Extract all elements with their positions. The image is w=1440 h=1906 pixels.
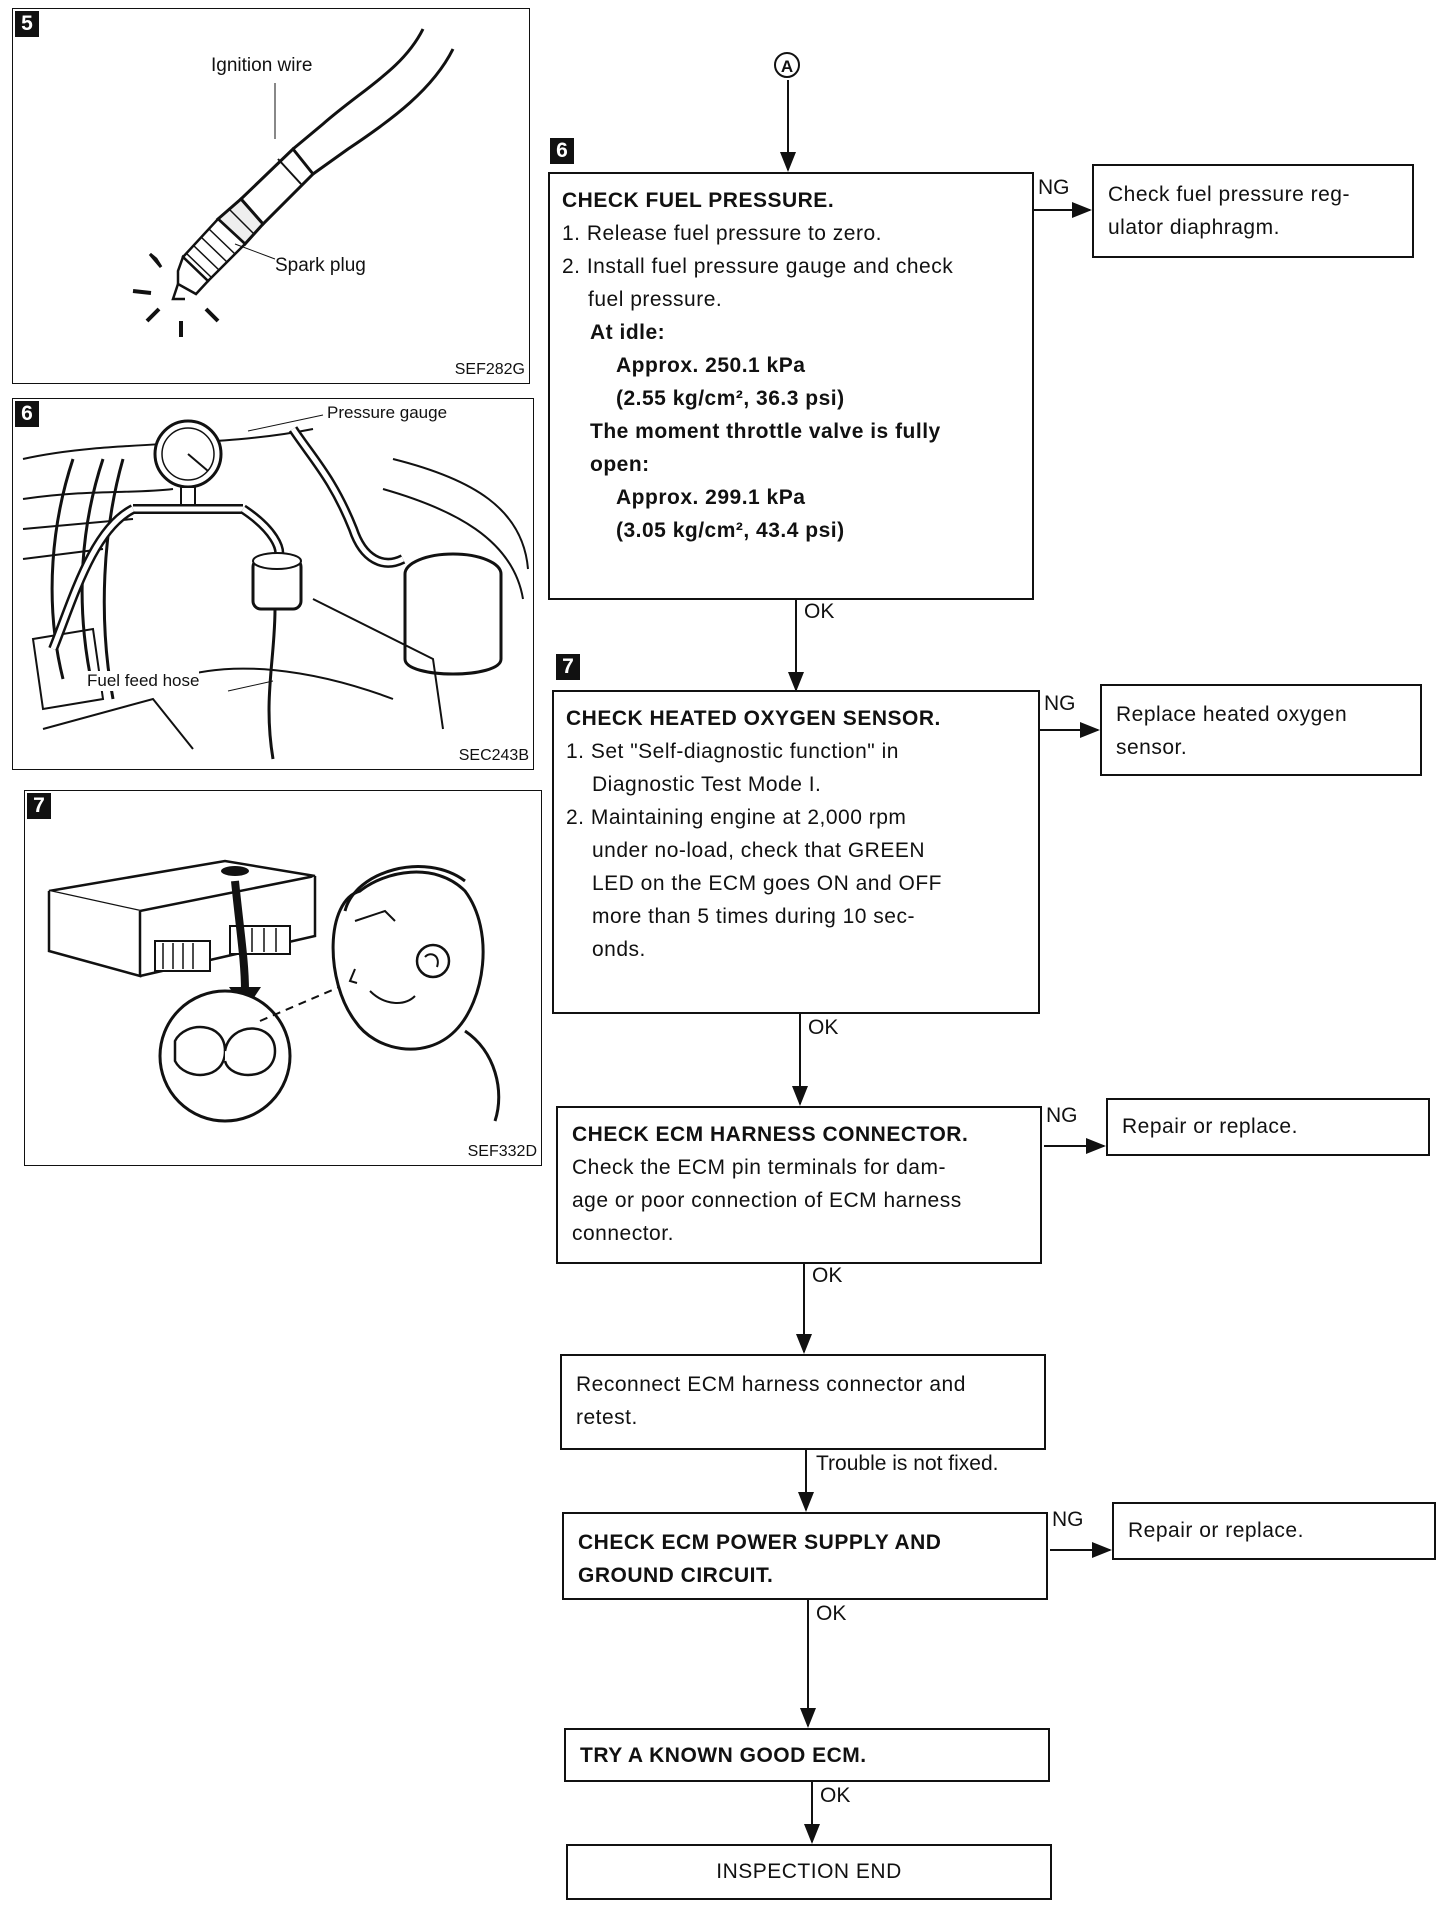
- step-10-line-1: CHECK ECM POWER SUPPLY AND: [578, 1531, 942, 1554]
- step-10-box: CHECK ECM POWER SUPPLY AND GROUND CIRCUI…: [562, 1512, 1048, 1600]
- step-6-throttle-value-2: (3.05 kg/cm², 43.4 psi): [616, 519, 845, 542]
- step-6-idle-value-1: Approx. 250.1 kPa: [616, 354, 806, 377]
- step-6-idle-value-2: (2.55 kg/cm², 36.3 psi): [616, 387, 845, 410]
- step-8-box: CHECK ECM HARNESS CONNECTOR. Check the E…: [556, 1106, 1042, 1264]
- figure-7-ref: SEF332D: [467, 1143, 537, 1160]
- step-10-ok-label: OK: [816, 1602, 847, 1625]
- step-7-title: CHECK HEATED OXYGEN SENSOR.: [566, 707, 941, 730]
- step-9-line-1: Reconnect ECM harness connector and: [576, 1373, 966, 1396]
- step-7-item-2d: more than 5 times during 10 sec-: [592, 905, 915, 928]
- inspection-end-box: INSPECTION END: [566, 1844, 1052, 1900]
- step-6-title: CHECK FUEL PRESSURE.: [562, 189, 835, 212]
- step-7-item-1b: Diagnostic Test Mode I.: [592, 773, 822, 796]
- figure-6-number: 6: [15, 401, 39, 427]
- step-6-idle-label: At idle:: [590, 321, 666, 344]
- ignition-wire-label: Ignition wire: [211, 55, 313, 76]
- step-8-line-1: Check the ECM pin terminals for dam-: [572, 1156, 946, 1179]
- step-7-item-2e: onds.: [592, 938, 646, 961]
- step-7-item-2b: under no-load, check that GREEN: [592, 839, 926, 862]
- ecm-led-illustration: [47, 859, 501, 1123]
- step-8-ng-text: Repair or replace.: [1122, 1115, 1298, 1138]
- step-6-throttle-label-1: The moment throttle valve is fully: [590, 420, 941, 443]
- figure-7-number: 7: [27, 793, 51, 819]
- step-8-ng-label: NG: [1046, 1104, 1078, 1127]
- step-8-line-3: connector.: [572, 1222, 674, 1245]
- step-11-ok-label: OK: [820, 1784, 851, 1807]
- step-10-ng-label: NG: [1052, 1508, 1084, 1531]
- step-7-item-1a: 1. Set "Self-diagnostic function" in: [566, 740, 899, 763]
- step-7-ng-line-2: sensor.: [1116, 736, 1188, 759]
- step-10-ng-text: Repair or replace.: [1128, 1519, 1304, 1542]
- spark-plug-illustration: [132, 28, 455, 337]
- step-7-box: CHECK HEATED OXYGEN SENSOR. 1. Set "Self…: [552, 690, 1040, 1014]
- figure-5-number: 5: [15, 11, 39, 37]
- step-9-line-2: retest.: [576, 1406, 638, 1429]
- step-11-title: TRY A KNOWN GOOD ECM.: [580, 1744, 867, 1767]
- step-8-ng-box: Repair or replace.: [1106, 1098, 1430, 1156]
- step-7-item-2c: LED on the ECM goes ON and OFF: [592, 872, 942, 895]
- figure-5-panel: 5 Ignition wire Spark plug SEF282G: [12, 8, 530, 384]
- step-9-next-label: Trouble is not fixed.: [816, 1452, 999, 1475]
- step-6-ng-label: NG: [1038, 176, 1070, 199]
- step-6-item-1: 1. Release fuel pressure to zero.: [562, 222, 882, 245]
- connector-a: A: [774, 52, 800, 78]
- step-6-ok-label: OK: [804, 600, 835, 623]
- figure-6-ref: SEC243B: [458, 747, 529, 764]
- step-6-throttle-label-2: open:: [590, 453, 650, 476]
- step-6-number: 6: [550, 138, 574, 164]
- step-10-ng-box: Repair or replace.: [1112, 1502, 1436, 1560]
- figure-6-panel: 6: [12, 398, 534, 770]
- step-8-line-2: age or poor connection of ECM harness: [572, 1189, 962, 1212]
- step-6-item-2a: 2. Install fuel pressure gauge and check: [562, 255, 954, 278]
- step-9-box: Reconnect ECM harness connector and rete…: [560, 1354, 1046, 1450]
- step-7-number: 7: [556, 654, 580, 680]
- figure-7-panel: 7 SEF332D: [24, 790, 542, 1166]
- step-6-box: CHECK FUEL PRESSURE. 1. Release fuel pre…: [548, 172, 1034, 600]
- inspection-end-text: INSPECTION END: [716, 1860, 902, 1883]
- step-8-title: CHECK ECM HARNESS CONNECTOR.: [572, 1123, 969, 1146]
- step-6-ng-box: Check fuel pressure reg- ulator diaphrag…: [1092, 164, 1414, 258]
- step-7-ng-line-1: Replace heated oxygen: [1116, 703, 1348, 726]
- figure-5-ref: SEF282G: [454, 361, 525, 378]
- step-6-ng-line-2: ulator diaphragm.: [1108, 216, 1280, 239]
- step-6-ng-line-1: Check fuel pressure reg-: [1108, 183, 1350, 206]
- step-7-ng-label: NG: [1044, 692, 1076, 715]
- step-6-throttle-value-1: Approx. 299.1 kPa: [616, 486, 806, 509]
- step-7-ok-label: OK: [808, 1016, 839, 1039]
- step-6-item-2b: fuel pressure.: [588, 288, 723, 311]
- fuel-pressure-gauge-illustration: [22, 414, 529, 760]
- connector-a-label: A: [780, 57, 794, 76]
- spark-plug-label: Spark plug: [275, 255, 366, 276]
- pressure-gauge-label: Pressure gauge: [327, 403, 448, 423]
- step-11-box: TRY A KNOWN GOOD ECM.: [564, 1728, 1050, 1782]
- step-7-item-2a: 2. Maintaining engine at 2,000 rpm: [566, 806, 907, 829]
- step-8-ok-label: OK: [812, 1264, 843, 1287]
- step-7-ng-box: Replace heated oxygen sensor.: [1100, 684, 1422, 776]
- fuel-feed-hose-label: Fuel feed hose: [87, 671, 200, 691]
- step-10-line-2: GROUND CIRCUIT.: [578, 1564, 774, 1587]
